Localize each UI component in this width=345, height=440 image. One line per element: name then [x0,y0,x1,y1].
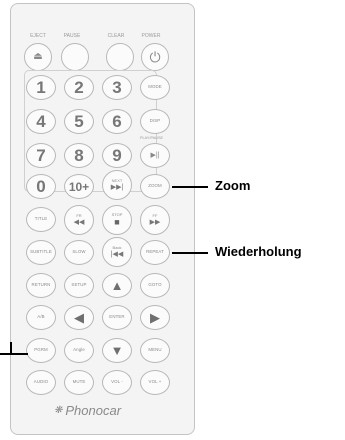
next-icon: ▶▶| [110,184,124,191]
zoom-callout-line [172,186,208,188]
arrow-left-icon: ◀ [74,310,84,325]
arrow-up-icon: ▲ [110,278,124,293]
disp-button[interactable]: DISP [140,109,170,134]
enter-button[interactable]: ENTER [102,305,132,330]
audio-button[interactable]: AUDIO [26,370,56,395]
right-button[interactable]: ▶ [140,305,170,330]
return-button[interactable]: RETURN [26,273,56,298]
prev-icon: |◀◀ [110,251,124,258]
angle-button[interactable]: Angle [64,338,94,363]
number-0-button[interactable]: 0 [26,174,56,199]
mode-button[interactable]: MODE [140,75,170,100]
down-button[interactable]: ▼ [102,338,132,363]
number-4-button[interactable]: 4 [26,109,56,134]
repeat-callout-line [172,252,208,254]
setup-button[interactable]: SETUP [64,273,94,298]
title-button[interactable]: TITLE [26,207,56,232]
ff-label: FF [152,213,158,218]
clear-label: CLEAR [107,33,125,39]
menu-button[interactable]: MENU [140,338,170,363]
clear-button[interactable] [106,43,134,71]
ab-button[interactable]: A/B [26,305,56,330]
left-button[interactable]: ◀ [64,305,94,330]
number-5-button[interactable]: 5 [64,109,94,134]
phonocar-logo-icon: ❋ [54,405,63,416]
arrow-right-icon: ▶ [150,310,160,325]
number-9-button[interactable]: 9 [102,143,132,168]
volume-up-button[interactable]: VOL + [140,370,170,395]
rewind-icon: ◀◀ [73,219,85,226]
pause-label: PAUSE [63,33,81,39]
number-6-button[interactable]: 6 [102,109,132,134]
zoom-callout-label: Zoom [215,178,251,193]
forward-icon: ▶▶ [149,219,161,226]
fast-forward-button[interactable]: FF ▶▶ [140,205,170,235]
stop-icon: ■ [114,217,120,227]
brand-name: Phonocar [65,403,122,418]
play-pause-button[interactable]: ▶|| [140,143,170,168]
next-button[interactable]: NEXT ▶▶| [102,170,132,200]
program-callout-tick [10,342,12,354]
slow-button[interactable]: SLOW [64,240,94,265]
fr-label: FR [76,213,82,218]
power-button[interactable]: ⏻ [141,43,169,71]
stop-label: STOP [111,212,123,217]
play-pause-label: PLAY/PAUSE [140,136,164,140]
number-10plus-button[interactable]: 10+ [64,174,94,199]
program-button[interactable]: PGRM [26,338,56,363]
power-icon: ⏻ [149,49,161,65]
mute-button[interactable]: MUTE [64,370,94,395]
fast-rewind-button[interactable]: FR ◀◀ [64,205,94,235]
up-button[interactable]: ▲ [102,273,132,298]
pause-button[interactable] [61,43,89,71]
number-3-button[interactable]: 3 [102,75,132,100]
back-button[interactable]: Back |◀◀ [102,237,132,267]
number-1-button[interactable]: 1 [26,75,56,100]
eject-button[interactable]: ⏏ [24,43,52,71]
zoom-button[interactable]: ZOOM [140,174,170,199]
number-7-button[interactable]: 7 [26,143,56,168]
power-label: POWER [141,33,161,39]
brand-logo: ❋ Phonocar [54,403,121,418]
stop-button[interactable]: STOP ■ [102,205,132,235]
number-2-button[interactable]: 2 [64,75,94,100]
subtitle-button[interactable]: SUBTITLE [26,240,56,265]
eject-icon: ⏏ [33,51,43,62]
next-label: NEXT [111,178,123,183]
program-callout-line [0,353,28,355]
repeat-button[interactable]: REPEAT [140,240,170,265]
play-pause-icon: ▶|| [150,152,160,159]
back-label: Back [112,245,122,250]
repeat-callout-label: Wiederholung [215,244,302,259]
volume-down-button[interactable]: VOL - [102,370,132,395]
number-8-button[interactable]: 8 [64,143,94,168]
goto-button[interactable]: GOTO [140,273,170,298]
eject-label: EJECT [30,33,46,39]
arrow-down-icon: ▼ [110,343,124,358]
